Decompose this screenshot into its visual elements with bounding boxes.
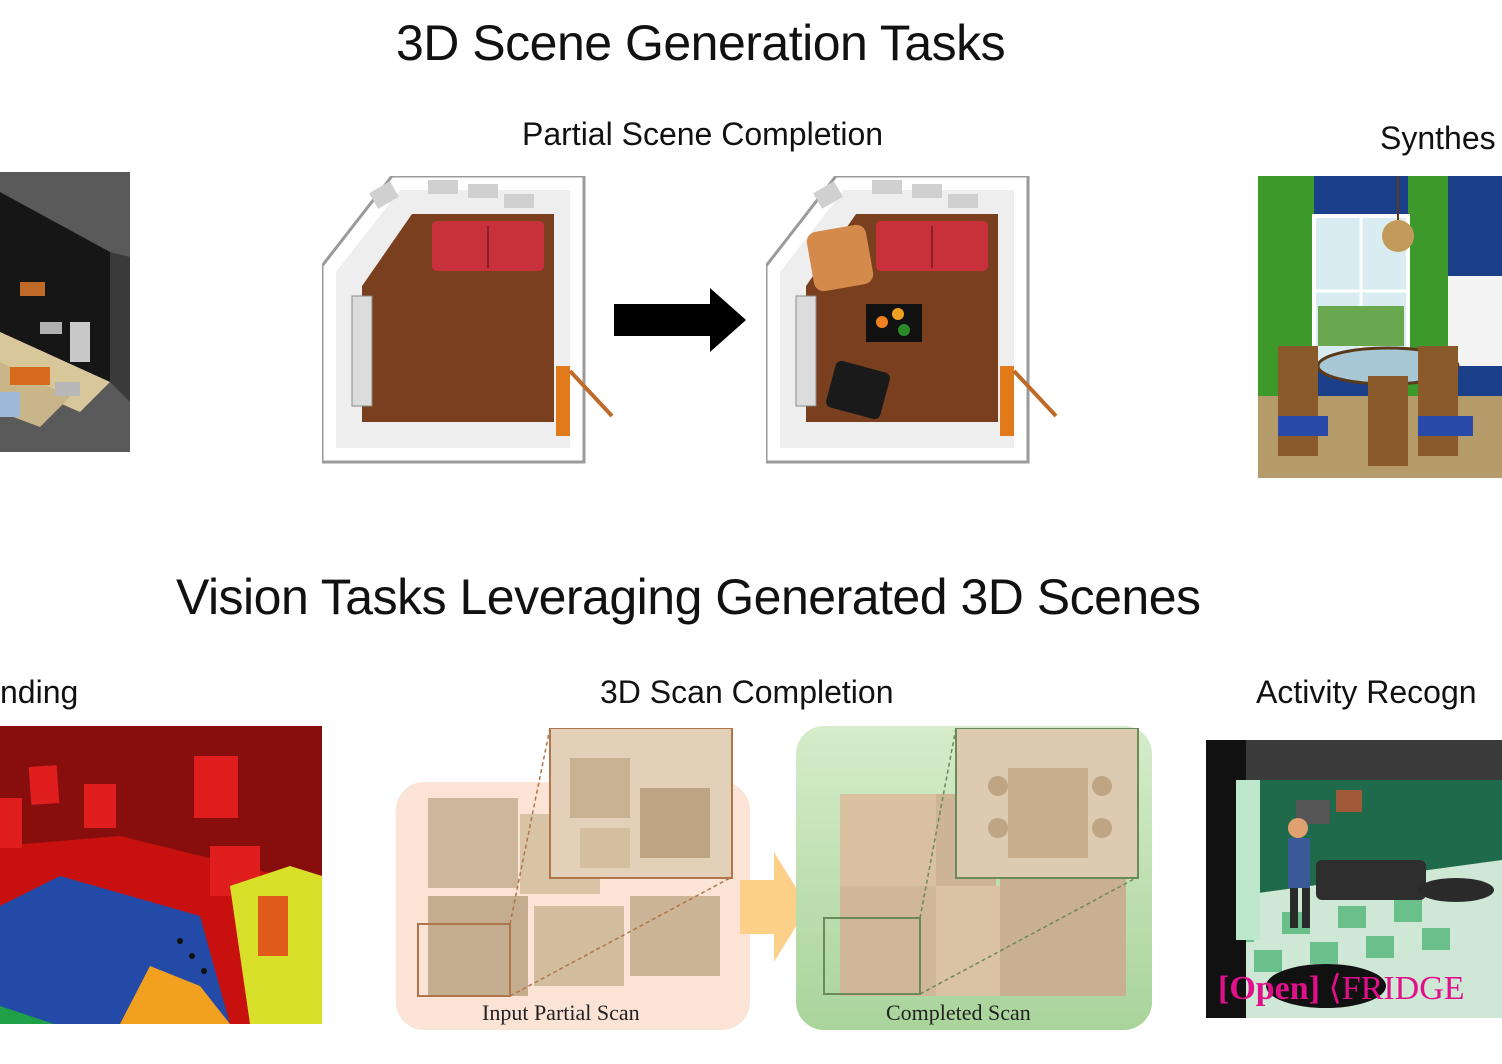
completed-scan-caption: Completed Scan (886, 1000, 1031, 1025)
input-partial-scan-image (417, 728, 733, 997)
partial-room-completed (766, 176, 1058, 464)
activity-action-label: [Open] (1218, 970, 1320, 1007)
activity-recognition-label: Activity Recogn (1256, 674, 1477, 710)
activity-recognition-image (1206, 740, 1502, 1018)
understanding-label: nding (0, 674, 79, 710)
activity-caption: [Open] ⟨FRIDGE (1218, 968, 1465, 1008)
scan-completion-label: 3D Scan Completion (600, 674, 894, 710)
partial-scene-completion-label: Partial Scene Completion (522, 116, 884, 152)
isometric-room-image (0, 172, 130, 452)
segmentation-image (0, 726, 322, 1024)
synthesis-label: Synthes (1380, 120, 1496, 156)
dining-room-photo (1258, 176, 1502, 478)
partial-room-input (322, 176, 614, 464)
arrow-right-icon (614, 288, 746, 352)
arrow-right-orange-icon (740, 852, 808, 962)
bottom-heading: Vision Tasks Leveraging Generated 3D Sce… (176, 569, 1201, 625)
top-heading: 3D Scene Generation Tasks (396, 15, 1006, 71)
completed-scan-image (823, 728, 1139, 996)
input-partial-scan-caption: Input Partial Scan (482, 1000, 640, 1025)
activity-object-label: ⟨FRIDGE (1328, 970, 1465, 1007)
